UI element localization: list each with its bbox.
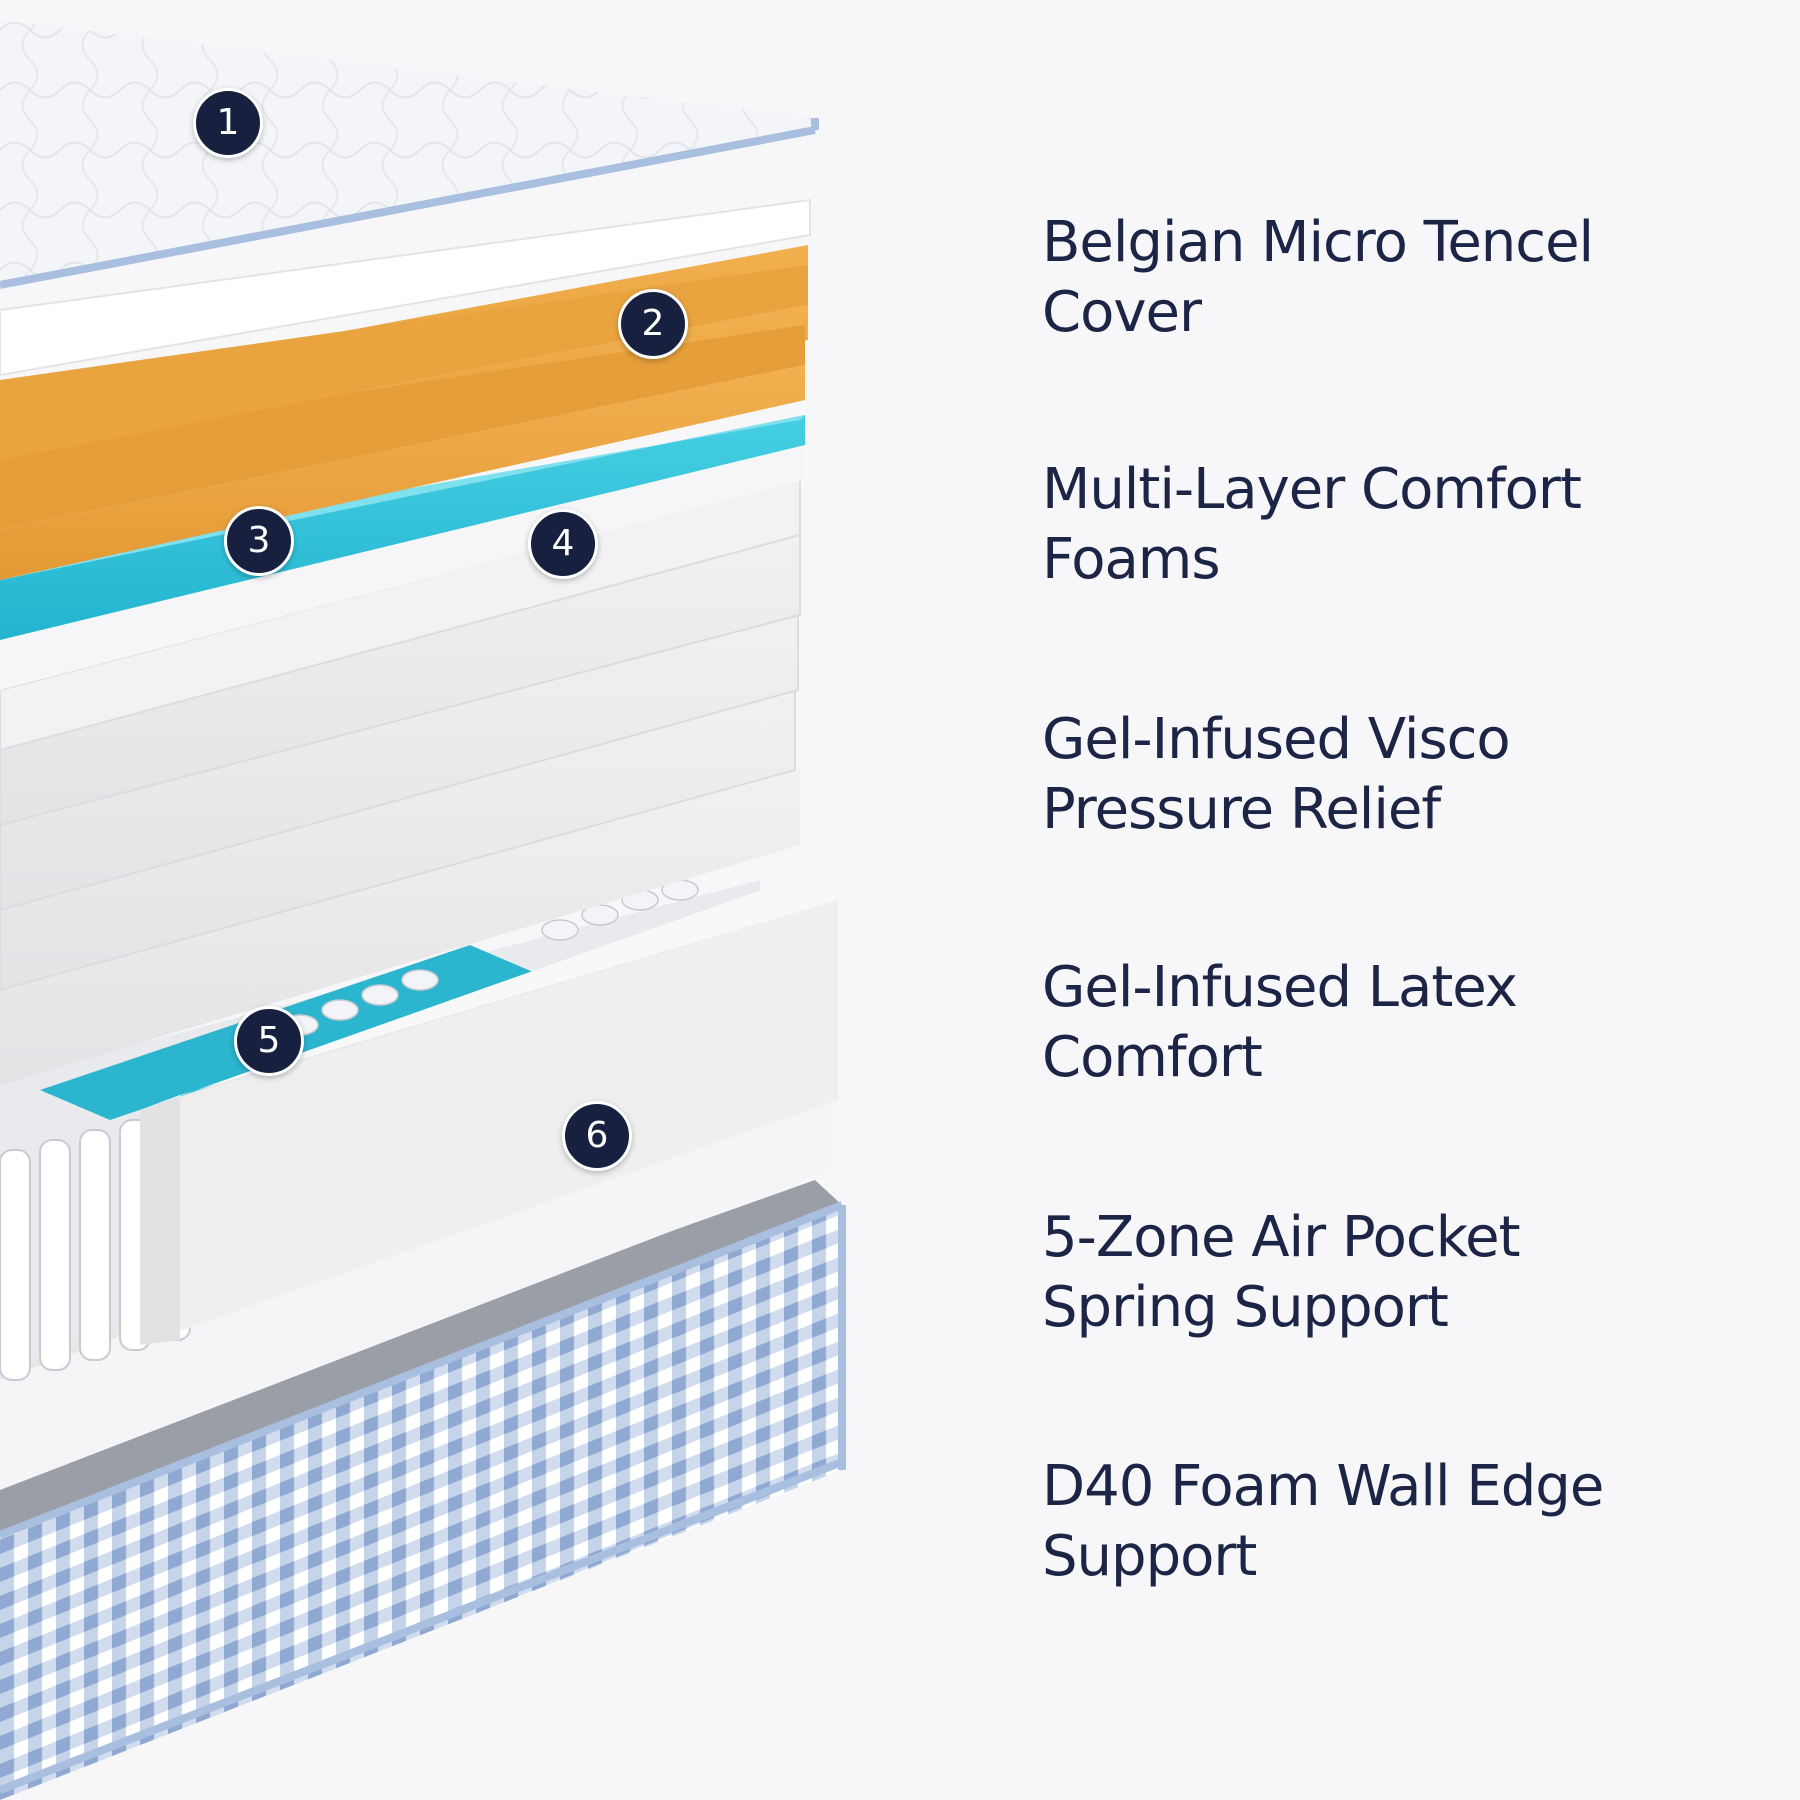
feature-label-comfort-foams: Multi-Layer Comfort Foams bbox=[1042, 457, 1582, 592]
feature-label-gel-latex: Gel-Infused Latex Comfort bbox=[1042, 955, 1518, 1090]
layer-marker-1: 1 bbox=[193, 88, 263, 158]
feature-label-cover: Belgian Micro Tencel Cover bbox=[1042, 210, 1594, 345]
mattress-cross-section-illustration bbox=[0, 20, 846, 1800]
quilted-cover bbox=[0, 20, 819, 289]
feature-label-spring-support: 5-Zone Air Pocket Spring Support bbox=[1042, 1205, 1521, 1340]
feature-label-edge-support: D40 Foam Wall Edge Support bbox=[1042, 1454, 1604, 1589]
orange-comfort-foams bbox=[0, 245, 808, 580]
cover-underlayer bbox=[0, 198, 811, 377]
layer-marker-2: 2 bbox=[618, 289, 688, 359]
foam-wall-edge bbox=[140, 880, 838, 1345]
layer-marker-5: 5 bbox=[234, 1006, 304, 1076]
layer-marker-3: 3 bbox=[224, 506, 294, 576]
layer-marker-4: 4 bbox=[528, 509, 598, 579]
feature-label-gel-visco: Gel-Infused Visco Pressure Relief bbox=[1042, 707, 1511, 842]
layer-marker-6: 6 bbox=[562, 1101, 632, 1171]
gel-visco-layer bbox=[0, 415, 805, 640]
base-layer bbox=[0, 1180, 846, 1800]
comfort-slabs bbox=[0, 430, 805, 1085]
